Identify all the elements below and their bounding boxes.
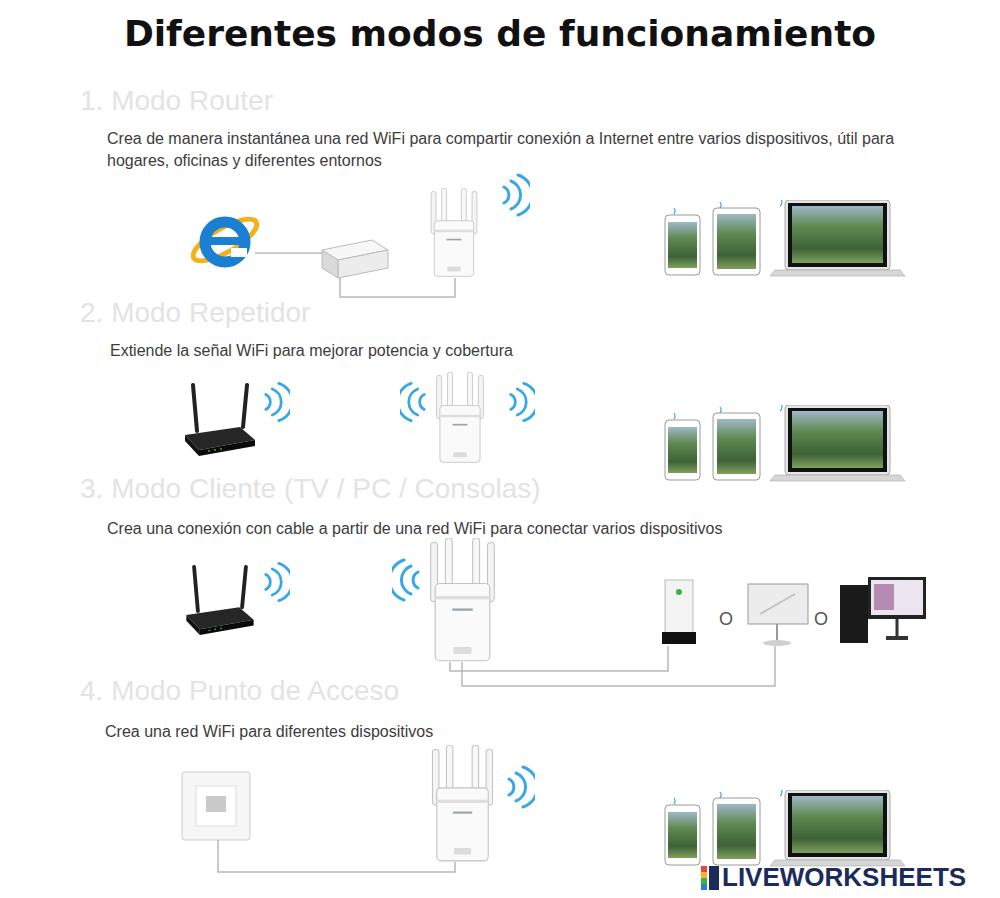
wifi-waves [511,383,538,420]
cable [255,252,322,254]
wall-socket [182,772,250,840]
section-description: Crea de manera instantánea una red WiFi … [107,128,952,172]
modem [322,240,388,278]
tv-monitor [748,584,808,646]
section-description: Extiende la señal WiFi para mejorar pote… [110,340,910,362]
section-description: Crea una conexión con cable a partir de … [107,518,927,540]
internet-icon [188,212,262,269]
section-heading: 3. Modo Cliente (TV / PC / Consolas) [80,472,541,506]
or-separator: O [719,608,733,630]
client-mode-figure [186,538,926,686]
wifi-waves [398,383,425,420]
repeater [431,538,495,661]
wifi-waves [509,767,538,807]
section-heading: 1. Modo Router [80,84,273,118]
wifi-waves [266,383,293,420]
client-devices [665,788,905,866]
client-devices [665,403,905,481]
router [186,567,253,635]
game-console [662,580,696,644]
repeater [432,745,492,861]
repeater-mode-figure [185,372,905,481]
section-heading: 4. Modo Punto de Acceso [80,674,399,708]
wifi-waves [389,560,418,600]
or-separator: O [814,608,828,630]
watermark: LIVEWORKSHEETS [722,862,966,892]
section-description: Crea una red WiFi para diferentes dispos… [105,721,905,743]
cable [218,840,455,872]
cable [462,646,775,686]
repeater [431,188,477,276]
repeater [437,372,484,462]
cable [340,278,455,297]
wifi-waves [504,175,533,215]
client-devices [665,198,905,276]
section-heading: 2. Modo Repetidor [80,296,310,330]
desktop-pc [840,577,926,643]
wifi-waves [266,563,293,600]
access-point-mode-figure [182,745,905,872]
router [185,385,255,456]
watermark-logo [701,866,719,890]
page-title: Diferentes modos de funcionamiento [0,12,1000,56]
cable [450,646,668,671]
router-mode-figure [188,175,905,297]
